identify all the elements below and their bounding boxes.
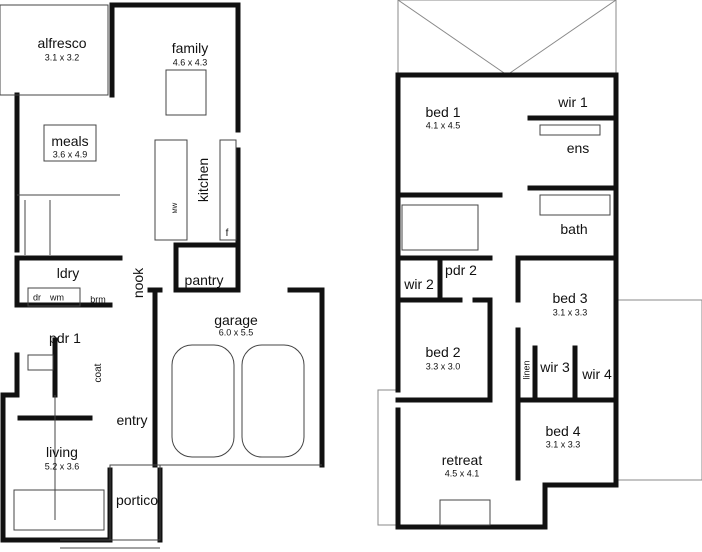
room-entry-label: entry xyxy=(116,412,148,428)
room-wir4-label: wir 4 xyxy=(582,366,612,382)
dryer-label: dr xyxy=(32,292,42,303)
room-bed1-label: bed 1 xyxy=(425,104,461,120)
ground-floor-thin-lines xyxy=(0,4,322,549)
room-bed2-label: bed 2 xyxy=(425,344,461,360)
room-nook-label: nook xyxy=(130,267,146,299)
linen-cupboard-label: linen xyxy=(521,360,532,380)
room-bed3-size: 3.1 x 3.3 xyxy=(552,307,588,318)
room-living-label: living xyxy=(46,444,78,460)
broom-cupboard-label: brm xyxy=(90,294,106,305)
room-kitchen-label: kitchen xyxy=(195,157,211,203)
room-bed1-size: 4.1 x 4.5 xyxy=(425,120,461,131)
room-bed2-size: 3.3 x 3.0 xyxy=(425,361,461,372)
room-family-size: 4.6 x 4.3 xyxy=(172,57,208,68)
room-bed3-label: bed 3 xyxy=(552,290,588,306)
room-retreat-label: retreat xyxy=(441,452,483,468)
coat-cupboard-label: coat xyxy=(93,363,104,383)
room-pdr1-label: pdr 1 xyxy=(49,330,81,346)
microwave-label: MW xyxy=(173,202,179,214)
room-bath-label: bath xyxy=(560,221,588,237)
room-garage-size: 6.0 x 5.5 xyxy=(218,327,254,338)
room-wir1-label: wir 1 xyxy=(558,94,588,110)
room-family-label: family xyxy=(171,40,209,56)
room-alfresco-label: alfresco xyxy=(37,35,87,51)
upper-floor-roof xyxy=(377,0,702,526)
room-pdr2-label: pdr 2 xyxy=(445,262,477,278)
room-living-size: 5.2 x 3.6 xyxy=(44,461,80,472)
washing-machine-label: wm xyxy=(50,292,64,303)
fridge-label: f xyxy=(225,228,229,239)
room-garage-label: garage xyxy=(214,312,258,328)
room-bed4-label: bed 4 xyxy=(545,423,581,439)
room-wir2-label: wir 2 xyxy=(404,276,434,292)
room-alfresco-size: 3.1 x 3.2 xyxy=(44,52,80,63)
room-meals-size: 3.6 x 4.9 xyxy=(52,149,88,160)
room-meals-label: meals xyxy=(51,133,89,149)
room-pantry-label: pantry xyxy=(184,272,224,288)
upper-floor-walls xyxy=(395,72,619,530)
room-portico-label: portico xyxy=(115,492,159,508)
room-wir3-label: wir 3 xyxy=(540,359,570,375)
upper-floor-thin-lines xyxy=(401,124,611,526)
room-ens-label: ens xyxy=(566,140,590,156)
room-bed4-size: 3.1 x 3.3 xyxy=(545,439,581,450)
room-retreat-size: 4.5 x 4.1 xyxy=(444,468,480,479)
room-ldry-label: ldry xyxy=(56,265,80,281)
